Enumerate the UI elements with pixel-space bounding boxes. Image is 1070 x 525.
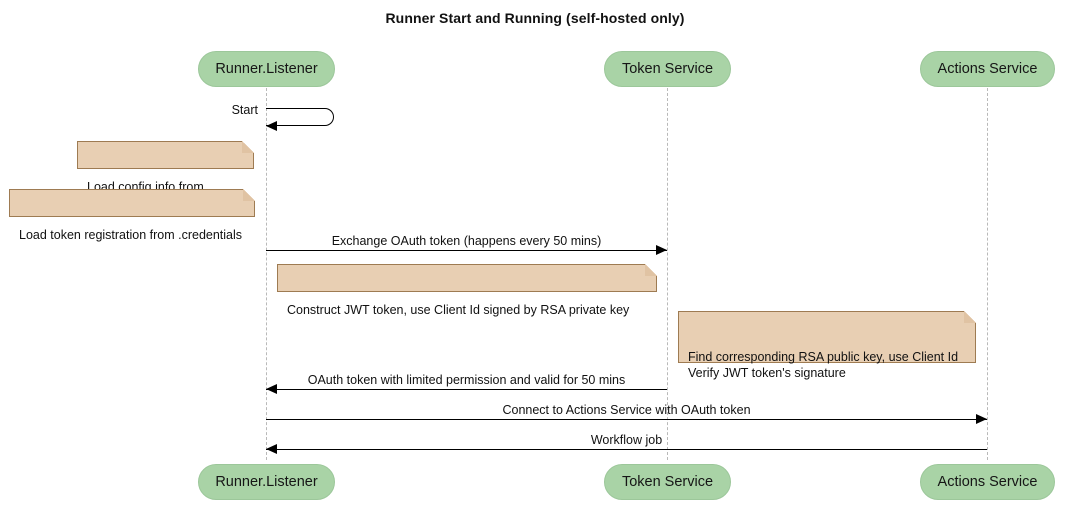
- participant-label: Token Service: [621, 474, 714, 490]
- message-line-workflow-job: [266, 449, 987, 450]
- lifeline-runner: [266, 88, 267, 460]
- participant-label: Runner.Listener: [215, 474, 318, 490]
- message-arrowhead-oauth-token-reply: [266, 384, 277, 394]
- note-text: Construct JWT token, use Client Id signe…: [287, 303, 630, 317]
- participant-token-bottom[interactable]: Token Service: [604, 464, 731, 500]
- note-load-config: Load config info from .runner: [77, 141, 254, 210]
- message-line-connect-actions: [266, 419, 987, 420]
- note-load-token: Load token registration from .credential…: [9, 189, 255, 242]
- message-label-workflow-job: Workflow job: [590, 433, 663, 447]
- note-fold-icon: [964, 311, 976, 323]
- note-text: Load token registration from .credential…: [19, 228, 243, 242]
- participant-label: Token Service: [621, 61, 714, 77]
- self-message-label-start: Start: [231, 103, 258, 117]
- diagram-title: Runner Start and Running (self-hosted on…: [385, 10, 685, 26]
- note-fold-icon: [243, 189, 255, 201]
- note-verify-jwt: Find corresponding RSA public key, use C…: [678, 311, 976, 380]
- note-construct-jwt: Construct JWT token, use Client Id signe…: [277, 264, 657, 317]
- message-arrowhead-exchange-oauth: [656, 245, 667, 255]
- participant-label: Actions Service: [937, 61, 1038, 77]
- message-arrowhead-connect-actions: [976, 414, 987, 424]
- message-line-exchange-oauth: [266, 250, 667, 251]
- participant-token-top[interactable]: Token Service: [604, 51, 731, 87]
- participant-actions-bottom[interactable]: Actions Service: [920, 464, 1055, 500]
- lifeline-token: [667, 88, 668, 460]
- message-arrowhead-workflow-job: [266, 444, 277, 454]
- participant-runner-top[interactable]: Runner.Listener: [198, 51, 335, 87]
- lifeline-actions: [987, 88, 988, 460]
- note-text: Find corresponding RSA public key, use C…: [688, 350, 959, 380]
- participant-runner-bottom[interactable]: Runner.Listener: [198, 464, 335, 500]
- self-message-arrowhead-start: [266, 121, 277, 131]
- self-message-loop-start: [266, 108, 334, 126]
- message-label-oauth-token-reply: OAuth token with limited permission and …: [307, 373, 626, 387]
- participant-label: Runner.Listener: [215, 61, 318, 77]
- note-fold-icon: [645, 264, 657, 276]
- participant-actions-top[interactable]: Actions Service: [920, 51, 1055, 87]
- message-label-exchange-oauth: Exchange OAuth token (happens every 50 m…: [331, 234, 602, 248]
- note-fold-icon: [242, 141, 254, 153]
- participant-label: Actions Service: [937, 474, 1038, 490]
- message-line-oauth-token-reply: [266, 389, 667, 390]
- message-label-connect-actions: Connect to Actions Service with OAuth to…: [502, 403, 751, 417]
